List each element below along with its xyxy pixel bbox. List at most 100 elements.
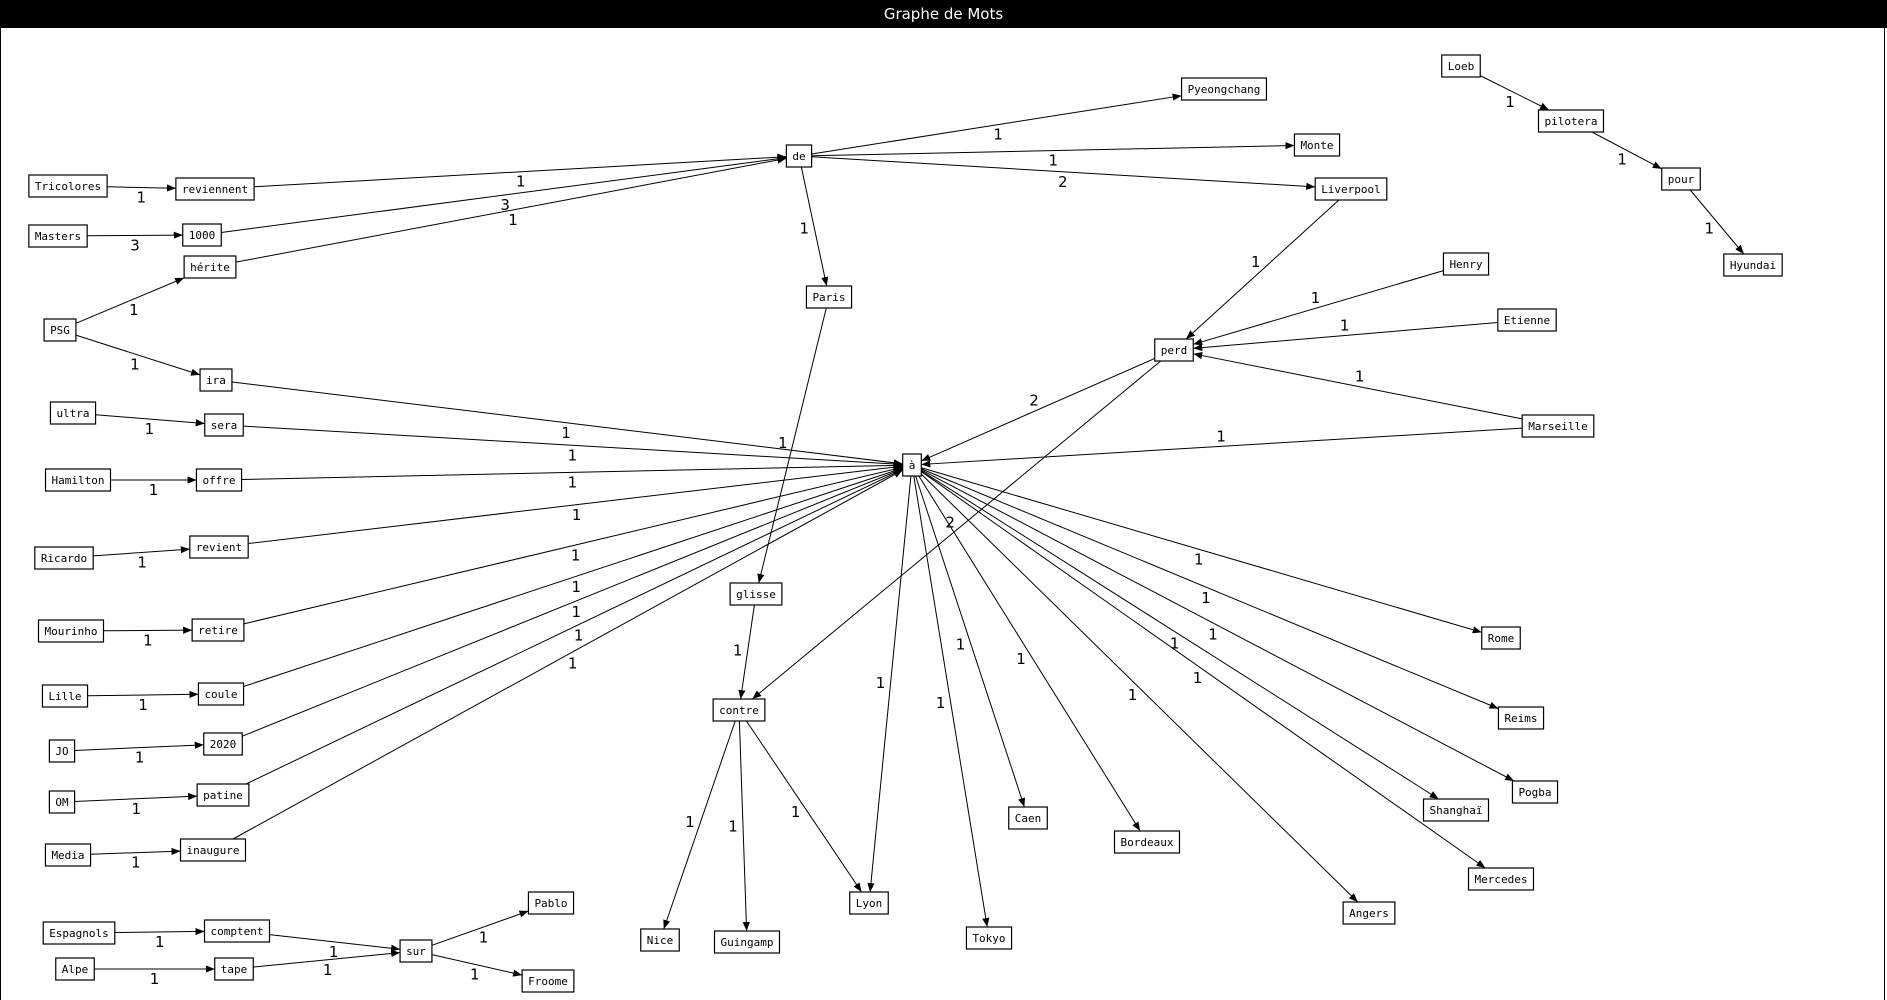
node-ultra[interactable]: ultra — [49, 401, 97, 425]
edge-contre-Guingamp — [738, 720, 750, 932]
node-retire[interactable]: retire — [191, 618, 245, 642]
node-Marseille[interactable]: Marseille — [1521, 414, 1595, 438]
node-tape[interactable]: tape — [214, 957, 254, 981]
node-Hyundai[interactable]: Hyundai — [1723, 253, 1783, 277]
edge-weight-label: 1 — [150, 970, 160, 988]
node-a[interactable]: à — [902, 453, 922, 477]
node-Monte[interactable]: Monte — [1293, 133, 1341, 157]
node-label: comptent — [211, 925, 264, 938]
node-JO[interactable]: JO — [48, 739, 76, 763]
node-label: PSG — [50, 324, 70, 337]
node-Alpe[interactable]: Alpe — [55, 957, 95, 981]
node-Masters[interactable]: Masters — [28, 224, 88, 248]
node-Pogba[interactable]: Pogba — [1511, 780, 1559, 804]
node-reviennent[interactable]: reviennent — [175, 177, 255, 201]
node-label: Masters — [35, 230, 81, 243]
node-perd[interactable]: perd — [1154, 338, 1194, 362]
node-Tokyo[interactable]: Tokyo — [965, 926, 1013, 950]
node-herite[interactable]: hérite — [183, 255, 237, 279]
edge-PSG-herite — [75, 277, 185, 324]
node-Ricardo[interactable]: Ricardo — [34, 546, 94, 570]
node-box — [175, 177, 255, 201]
node-Espagnols[interactable]: Espagnols — [42, 921, 116, 945]
edge-weight-label: 1 — [1128, 686, 1138, 704]
node-Media[interactable]: Media — [44, 843, 92, 867]
node-1000[interactable]: 1000 — [182, 223, 222, 247]
node-label: perd — [1161, 344, 1188, 357]
node-box — [196, 783, 250, 807]
edge-weight-label: 2 — [1058, 173, 1068, 191]
node-box — [1422, 798, 1490, 822]
node-label: Caen — [1015, 812, 1042, 825]
edge-Mourinho-retire — [103, 626, 193, 634]
node-ira[interactable]: ira — [199, 368, 233, 392]
node-OM[interactable]: OM — [48, 790, 76, 814]
node-Henry[interactable]: Henry — [1442, 252, 1490, 276]
node-pour[interactable]: pour — [1661, 167, 1701, 191]
node-Mercedes[interactable]: Mercedes — [1467, 867, 1535, 891]
node-box — [1481, 626, 1521, 650]
node-box — [1113, 830, 1181, 854]
node-box — [49, 401, 97, 425]
node-Rome[interactable]: Rome — [1481, 626, 1521, 650]
node-de[interactable]: de — [785, 144, 813, 168]
node-sera[interactable]: sera — [204, 413, 244, 437]
node-box — [48, 739, 76, 763]
node-Froome[interactable]: Froome — [521, 969, 575, 993]
node-Lille[interactable]: Lille — [41, 684, 89, 708]
node-Paris[interactable]: Paris — [805, 285, 853, 309]
node-Mourinho[interactable]: Mourinho — [37, 619, 105, 643]
node-sur[interactable]: sur — [399, 939, 433, 963]
node-Pablo[interactable]: Pablo — [527, 891, 575, 915]
node-Guingamp[interactable]: Guingamp — [713, 930, 781, 954]
node-2020[interactable]: 2020 — [203, 732, 243, 756]
node-Hamilton[interactable]: Hamilton — [44, 468, 112, 492]
edge-weight-label: 1 — [1311, 289, 1321, 307]
edge-weight-label: 1 — [131, 854, 141, 872]
node-coule[interactable]: coule — [197, 682, 245, 706]
node-box — [42, 921, 116, 945]
node-contre[interactable]: contre — [712, 698, 766, 722]
node-revient[interactable]: revient — [189, 535, 249, 559]
node-PSG[interactable]: PSG — [43, 318, 77, 342]
node-Bordeaux[interactable]: Bordeaux — [1113, 830, 1181, 854]
edge-a-Tokyo — [913, 475, 990, 928]
node-Caen[interactable]: Caen — [1008, 806, 1048, 830]
edge-weight-label: 1 — [561, 424, 571, 442]
node-box — [1497, 706, 1545, 730]
node-Reims[interactable]: Reims — [1497, 706, 1545, 730]
node-Nice[interactable]: Nice — [640, 928, 680, 952]
node-label: Paris — [812, 291, 845, 304]
node-Etienne[interactable]: Etienne — [1497, 308, 1557, 332]
edge-OM-patine — [74, 792, 198, 802]
node-box — [204, 413, 244, 437]
node-Liverpool[interactable]: Liverpool — [1314, 177, 1388, 201]
node-box — [44, 843, 92, 867]
node-offre[interactable]: offre — [195, 468, 243, 492]
node-Lyon[interactable]: Lyon — [849, 891, 889, 915]
node-Tricolores[interactable]: Tricolores — [28, 174, 108, 198]
node-label: Pablo — [534, 897, 567, 910]
node-inaugure[interactable]: inaugure — [179, 838, 247, 862]
edge-coule-a — [243, 467, 903, 687]
node-Loeb[interactable]: Loeb — [1441, 54, 1481, 78]
edge-weight-label: 1 — [956, 636, 966, 654]
node-Pyeongchang[interactable]: Pyeongchang — [1180, 77, 1268, 101]
node-box — [713, 930, 781, 954]
node-label: sera — [211, 419, 238, 432]
edge-inaugure-a — [232, 469, 903, 840]
node-Shanghai[interactable]: Shanghaï — [1422, 798, 1490, 822]
node-comptent[interactable]: comptent — [203, 919, 271, 943]
node-pilotera[interactable]: pilotera — [1537, 109, 1605, 133]
node-Angers[interactable]: Angers — [1342, 901, 1396, 925]
node-patine[interactable]: patine — [196, 783, 250, 807]
node-glisse[interactable]: glisse — [729, 582, 783, 606]
edge-retire-a — [243, 465, 903, 625]
edge-weight-label: 1 — [137, 553, 147, 571]
node-label: tape — [221, 963, 248, 976]
node-box — [399, 939, 433, 963]
edge-comptent-sur — [269, 934, 401, 952]
edge-weight-label: 1 — [143, 631, 153, 649]
